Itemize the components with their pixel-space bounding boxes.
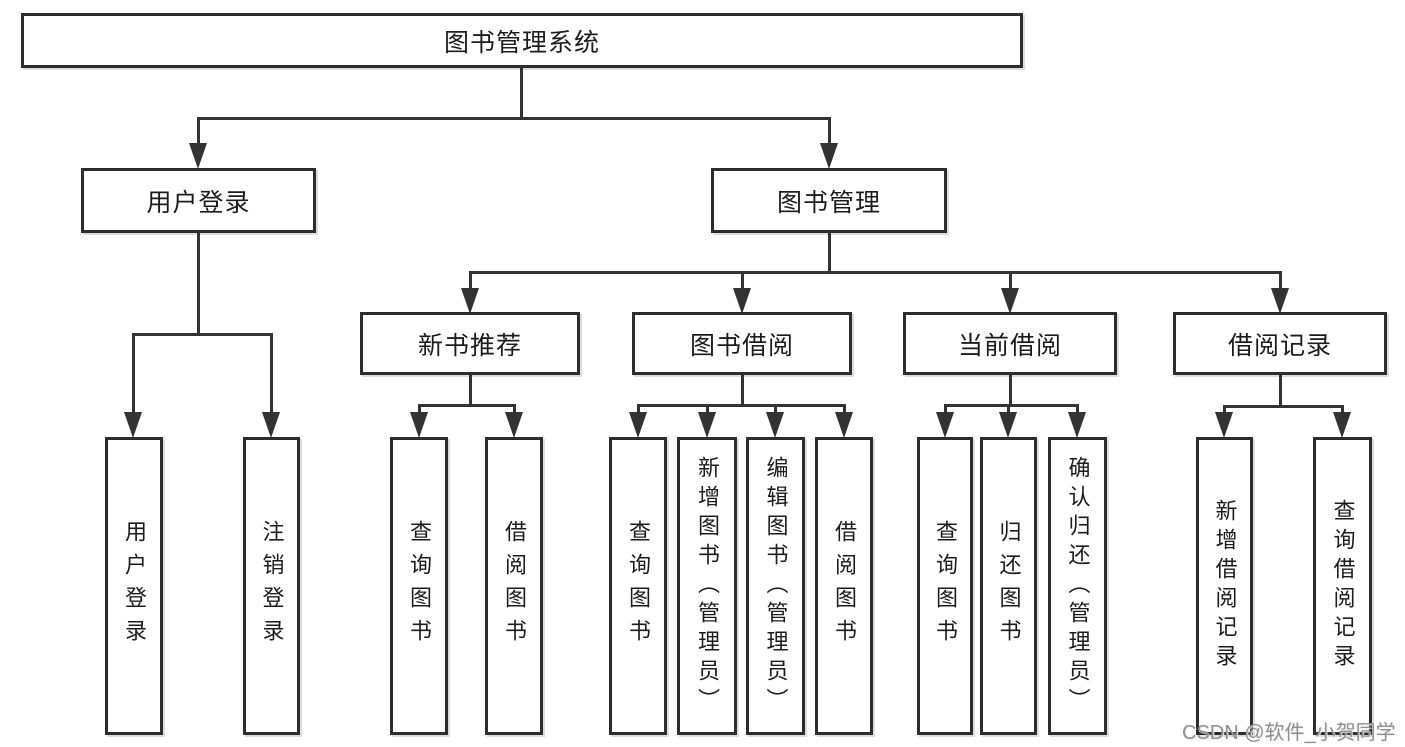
arrowhead-down-icon: [629, 412, 647, 438]
connector-line: [843, 404, 846, 416]
leaf-edit-books-admin: 编辑图书（管理员）: [746, 437, 805, 735]
leaf-return-books: 归还图书: [980, 437, 1037, 735]
connector-line: [706, 404, 709, 416]
arrowhead-down-icon: [936, 412, 954, 438]
arrowhead-down-icon: [820, 143, 838, 169]
arrowhead-down-icon: [999, 412, 1017, 438]
node-borrow-records-label: 借阅记录: [1227, 331, 1332, 360]
leaf-add-books-admin: 新增图书（管理员）: [677, 437, 737, 735]
arrowhead-down-icon: [1001, 288, 1019, 314]
node-new-book-recommend: 新书推荐: [360, 312, 580, 375]
connector-line: [741, 271, 744, 290]
leaf-confirm-return-admin-label: 确认归还（管理员）: [1065, 455, 1091, 717]
leaf-user-login-label: 用户登录: [122, 520, 147, 652]
connector-line: [418, 404, 421, 416]
node-user-login-label: 用户登录: [146, 188, 251, 217]
node-root-label: 图书管理系统: [443, 28, 600, 57]
leaf-borrow-books-recommend: 借阅图书: [485, 437, 543, 735]
leaf-edit-books-admin-label: 编辑图书（管理员）: [763, 455, 789, 717]
connector-line: [469, 271, 1282, 274]
connector-line: [944, 404, 1079, 407]
connector-line: [469, 375, 472, 406]
connector-line: [513, 404, 516, 416]
arrowhead-down-icon: [505, 412, 523, 438]
leaf-borrow-books-recommend-label: 借阅图书: [502, 520, 527, 652]
node-borrow-records: 借阅记录: [1173, 312, 1387, 375]
connector-line: [132, 333, 273, 336]
connector-line: [1279, 271, 1282, 290]
node-root: 图书管理系统: [21, 13, 1023, 68]
connector-line: [1279, 375, 1282, 408]
connector-line: [944, 404, 947, 416]
leaf-query-borrow-record: 查询借阅记录: [1313, 437, 1372, 735]
leaf-confirm-return-admin: 确认归还（管理员）: [1048, 437, 1107, 735]
leaf-query-books-borrowing: 查询图书: [609, 437, 667, 735]
node-book-borrowing-label: 图书借阅: [689, 331, 794, 360]
leaf-logout-label: 注销登录: [259, 520, 285, 652]
leaf-borrow-books: 借阅图书: [815, 437, 873, 735]
connector-line: [132, 333, 135, 413]
arrowhead-down-icon: [733, 288, 751, 314]
connector-line: [774, 404, 777, 416]
node-book-management: 图书管理: [711, 168, 947, 233]
connector-line: [1009, 271, 1012, 290]
connector-line: [741, 375, 744, 406]
arrowhead-down-icon: [766, 412, 784, 438]
connector-line: [1223, 405, 1344, 408]
connector-line: [828, 233, 831, 273]
arrowhead-down-icon: [461, 288, 479, 314]
leaf-query-books-current: 查询图书: [917, 437, 973, 735]
connector-line: [637, 404, 640, 416]
connector-line: [469, 271, 472, 290]
arrowhead-down-icon: [124, 412, 142, 438]
leaf-query-books-borrowing-label: 查询图书: [626, 520, 651, 652]
arrowhead-down-icon: [1271, 288, 1289, 314]
arrowhead-down-icon: [1068, 412, 1086, 438]
node-new-book-recommend-label: 新书推荐: [417, 331, 522, 360]
watermark-text: CSDN @软件_小贺同学: [1182, 722, 1396, 744]
leaf-logout: 注销登录: [243, 437, 300, 735]
connector-line: [197, 117, 200, 145]
connector-line: [270, 333, 273, 413]
connector-line: [197, 233, 200, 336]
arrowhead-down-icon: [1333, 412, 1351, 438]
leaf-add-books-admin-label: 新增图书（管理员）: [695, 455, 720, 717]
leaf-query-books-current-label: 查询图书: [933, 520, 958, 652]
leaf-query-books-recommend: 查询图书: [390, 437, 448, 735]
connector-line: [418, 404, 515, 407]
arrowhead-down-icon: [262, 412, 280, 438]
connector-line: [828, 117, 831, 145]
node-current-borrowing-label: 当前借阅: [957, 331, 1062, 360]
connector-line: [1341, 405, 1344, 416]
arrowhead-down-icon: [410, 412, 428, 438]
node-user-login: 用户登录: [81, 168, 316, 233]
leaf-user-login: 用户登录: [105, 437, 163, 735]
connector-line: [637, 404, 845, 407]
connector-line: [197, 117, 831, 120]
arrowhead-down-icon: [698, 412, 716, 438]
arrowhead-down-icon: [835, 412, 853, 438]
connector-line: [520, 68, 523, 118]
node-book-management-label: 图书管理: [776, 188, 881, 217]
node-book-borrowing: 图书借阅: [632, 312, 852, 375]
connector-line: [1076, 404, 1079, 416]
arrowhead-down-icon: [189, 143, 207, 169]
node-current-borrowing: 当前借阅: [903, 312, 1117, 375]
arrowhead-down-icon: [1215, 412, 1233, 438]
connector-line: [1009, 375, 1012, 406]
connector-line: [1223, 405, 1226, 416]
leaf-add-borrow-record: 新增借阅记录: [1196, 437, 1253, 735]
leaf-add-borrow-record-label: 新增借阅记录: [1212, 499, 1238, 673]
leaf-borrow-books-label: 借阅图书: [832, 520, 857, 652]
leaf-query-books-recommend-label: 查询图书: [407, 520, 432, 652]
leaf-return-books-label: 归还图书: [996, 520, 1022, 652]
connector-line: [1007, 404, 1010, 416]
leaf-query-borrow-record-label: 查询借阅记录: [1330, 499, 1356, 673]
